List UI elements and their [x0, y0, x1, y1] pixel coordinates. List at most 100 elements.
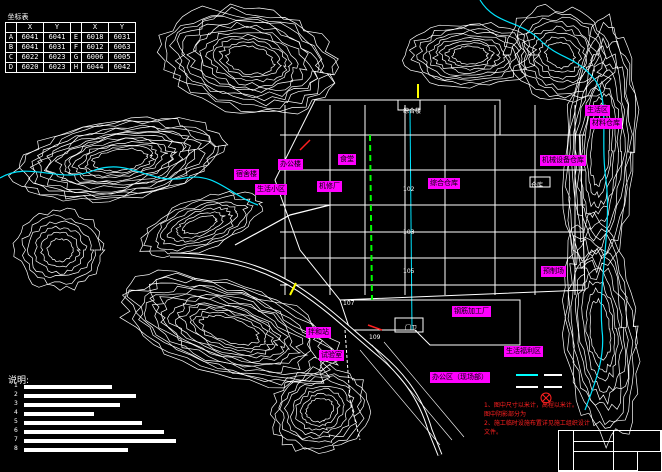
- contour-line: [422, 29, 520, 79]
- note-text-line: [24, 394, 136, 398]
- contour-line: [159, 202, 238, 246]
- table-cell: D: [5, 62, 17, 73]
- note-text-line: [24, 403, 120, 407]
- contour-line: [270, 364, 372, 454]
- contour-line: [151, 293, 309, 368]
- contour-line: [175, 302, 285, 359]
- contour-line: [175, 211, 226, 239]
- contour-line: [160, 295, 301, 365]
- table-cell: 6023: [43, 62, 71, 73]
- site-boundary-south: [339, 299, 521, 346]
- contour-line: [139, 191, 264, 259]
- note-text-line: [24, 412, 94, 416]
- contour-line: [408, 23, 530, 85]
- contour-line: [135, 282, 328, 379]
- contour-line: [564, 21, 637, 274]
- contour-line: [192, 310, 267, 350]
- note-number: 5: [14, 418, 18, 425]
- table-cell: 6031: [108, 32, 136, 43]
- table-header: X: [81, 22, 109, 33]
- contour-line: [84, 145, 156, 174]
- table-header: [70, 22, 82, 33]
- contour-line: [21, 214, 102, 285]
- contour-line: [502, 3, 617, 103]
- contour-line: [181, 20, 320, 102]
- table-row: B 6041 6031 F 6012 6063: [5, 42, 136, 53]
- building-outline: [394, 317, 424, 333]
- contour-line: [34, 225, 88, 275]
- label-steel-yard: 钢筋加工厂: [452, 306, 491, 317]
- contour-line: [581, 280, 619, 382]
- table-cell: 6041: [16, 42, 44, 53]
- note-text-line: [24, 439, 176, 443]
- contour-line: [444, 42, 495, 67]
- contour-line: [67, 137, 175, 183]
- contour-line: [575, 256, 627, 405]
- contour-line: [564, 226, 638, 429]
- contour-line: [562, 211, 641, 449]
- contour-line: [19, 118, 226, 204]
- tag-109: 109: [369, 334, 381, 341]
- tag-building: 综合楼: [403, 108, 422, 115]
- site-roads: [169, 134, 465, 456]
- contour-line: [295, 387, 345, 431]
- note-number: 7: [14, 436, 18, 443]
- table-header: Y: [43, 22, 71, 33]
- contour-line: [274, 372, 365, 450]
- contour-line: [585, 287, 616, 373]
- table-header: Y: [108, 22, 136, 33]
- label-warehouse-mid: 机械设备仓库: [540, 155, 586, 166]
- table-cell: 6005: [108, 52, 136, 63]
- note-number: 2: [14, 391, 18, 398]
- contour-line: [155, 201, 249, 252]
- table-row: C 6022 6023 G 6006 6005: [5, 52, 136, 63]
- contour-line: [538, 36, 583, 73]
- contour-line: [402, 22, 541, 89]
- tag-107: 107: [343, 300, 355, 307]
- title-block-cell: [613, 451, 638, 471]
- contour-line: [156, 3, 339, 115]
- contour-line: [516, 16, 603, 95]
- contour-line: [45, 131, 190, 190]
- contour-line: [576, 69, 623, 231]
- contour-line: [189, 306, 275, 353]
- tag-103: 103: [403, 229, 415, 236]
- table-cell: 6023: [43, 52, 71, 63]
- contour-line: [205, 33, 293, 88]
- contour-line: [166, 206, 234, 243]
- contour-line: [224, 45, 276, 76]
- contour-line: [149, 289, 312, 374]
- contour-line: [577, 267, 623, 393]
- label-plant: 拌和站: [306, 327, 331, 338]
- table-cell: H: [70, 62, 82, 73]
- yellow-marker: [289, 282, 297, 296]
- contour-line: [567, 236, 634, 426]
- legend-road-line: [516, 386, 538, 388]
- red-circle-marker: [540, 392, 552, 404]
- red-note-line: 2、施工临时设施布置详见施工组织设计: [484, 420, 590, 427]
- contour-line: [562, 13, 640, 280]
- red-note-line: 文件。: [484, 429, 503, 436]
- spillway-lines: [359, 341, 465, 446]
- contour-line: [416, 26, 526, 81]
- contour-line: [290, 386, 352, 437]
- contour-line: [580, 80, 620, 219]
- title-block-cell: [559, 431, 574, 471]
- title-block-cell: [573, 441, 614, 452]
- coordinate-table-title: 坐标表: [7, 12, 29, 21]
- contour-line: [428, 33, 513, 76]
- table-cell: 6044: [81, 62, 109, 73]
- table-header: X: [16, 22, 44, 33]
- contour-line: [511, 11, 609, 99]
- label-right-mid: 预制场: [541, 266, 566, 277]
- label-bottom-right: 生活福利区: [504, 346, 543, 357]
- title-block-cell: [573, 451, 614, 471]
- contour-line: [54, 133, 184, 186]
- contour-line: [521, 21, 600, 90]
- canal-line: [409, 109, 413, 331]
- contour-line: [143, 284, 318, 376]
- ramp-line: [344, 329, 361, 441]
- main-road-inner: [169, 253, 442, 456]
- tag-105: 105: [403, 268, 415, 275]
- access-road: [234, 204, 331, 246]
